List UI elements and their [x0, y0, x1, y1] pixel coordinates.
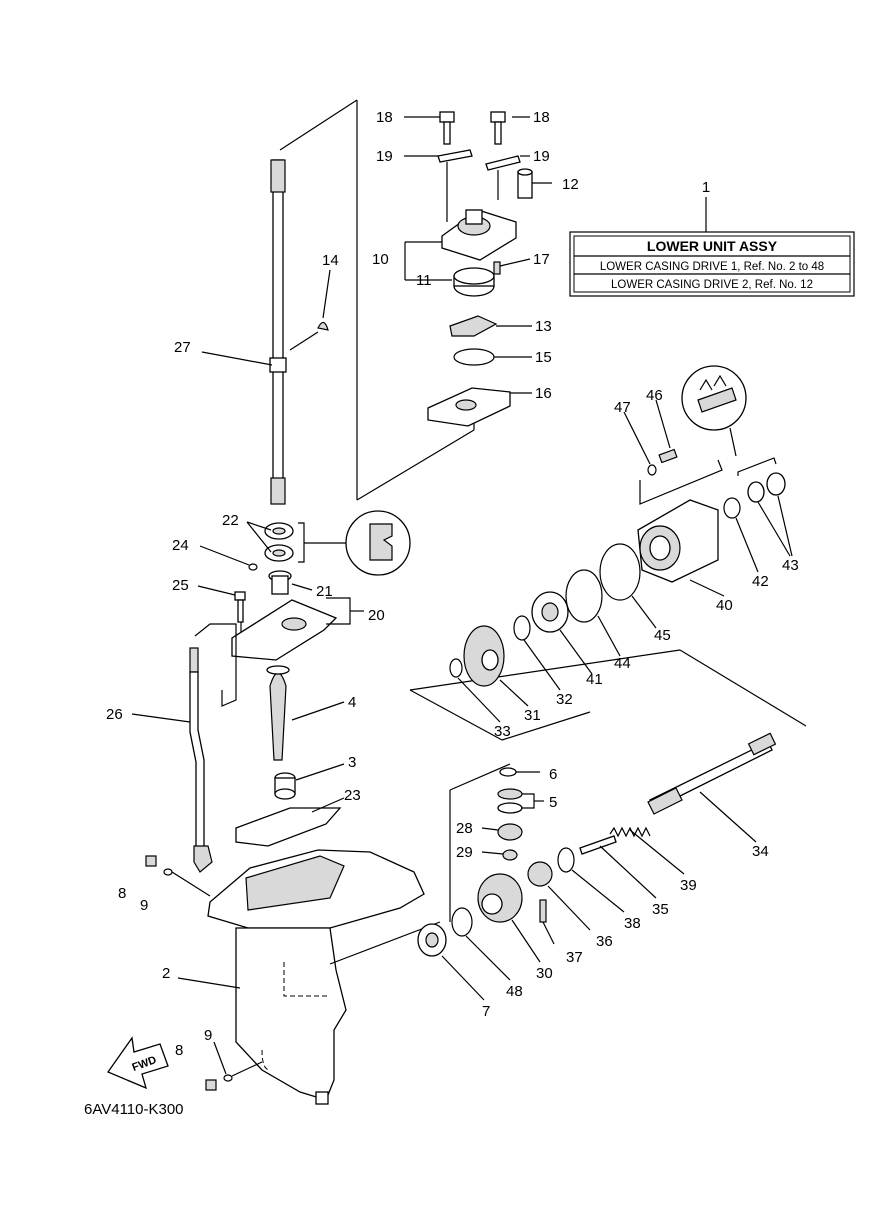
callout-8a: 8 — [118, 885, 126, 902]
seal-42 — [723, 497, 741, 519]
callout-23: 23 — [344, 787, 361, 804]
callout-33: 33 — [494, 723, 511, 740]
callout-24: 24 — [172, 537, 189, 554]
callout-21: 21 — [316, 583, 333, 600]
callout-11: 11 — [416, 272, 432, 289]
shift-rod-housing-20 — [231, 597, 364, 661]
callout-35: 35 — [652, 901, 669, 918]
spring-39 — [609, 826, 651, 838]
o-ring-44 — [565, 569, 603, 623]
callout-4: 4 — [348, 694, 356, 711]
water-tube-4 — [266, 665, 345, 761]
washer-6 — [499, 767, 517, 777]
callout-48: 48 — [506, 983, 523, 1000]
lower-casing-2 — [177, 849, 425, 1105]
info-box-line-1: LOWER CASING DRIVE 1, Ref. No. 2 to 48 — [600, 261, 824, 273]
callout-1: 1 — [702, 179, 710, 196]
callout-labels: 1 2 3 4 5 6 7 8 8 9 9 10 11 12 13 14 15 … — [106, 109, 799, 1059]
callout-25: 25 — [172, 577, 189, 594]
bearing-41 — [531, 591, 593, 675]
callout-19b: 19 — [533, 148, 550, 165]
propeller-shaft-34 — [647, 732, 777, 843]
callout-46: 46 — [646, 387, 663, 404]
drive-shaft — [269, 99, 475, 505]
shift-rod-26 — [131, 623, 237, 873]
callout-45: 45 — [654, 627, 671, 644]
callout-3: 3 — [348, 754, 356, 771]
info-box-title: LOWER UNIT ASSY — [647, 238, 778, 254]
callout-41: 41 — [586, 671, 603, 688]
callout-9a: 9 — [140, 897, 148, 914]
info-box-line-2: LOWER CASING DRIVE 2, Ref. No. 12 — [611, 279, 813, 291]
pinion-28 — [481, 823, 523, 841]
callout-12: 12 — [562, 176, 579, 193]
callout-36: 36 — [596, 933, 613, 950]
reverse-gear-31 — [463, 625, 529, 707]
callout-8b: 8 — [175, 1042, 183, 1059]
gasket-23 — [235, 797, 345, 847]
diagram-code: 6AV4110-K300 — [84, 1101, 184, 1118]
callout-30: 30 — [536, 965, 553, 982]
callout-29: 29 — [456, 844, 473, 861]
woodruff-key — [317, 321, 329, 331]
callout-9b: 9 — [204, 1027, 212, 1044]
callout-6: 6 — [549, 766, 557, 783]
plunger-35 — [579, 835, 657, 899]
callout-42: 42 — [752, 573, 769, 590]
bearings-22 — [246, 510, 411, 576]
callout-39: 39 — [680, 877, 697, 894]
callout-16: 16 — [535, 385, 552, 402]
info-box: LOWER UNIT ASSY LOWER CASING DRIVE 1, Re… — [569, 197, 855, 297]
callout-31: 31 — [524, 707, 541, 724]
callout-44: 44 — [614, 655, 631, 672]
callout-18a: 18 — [376, 109, 393, 126]
callout-22: 22 — [222, 512, 239, 529]
thrust-bearing-5 — [497, 788, 544, 814]
callout-38: 38 — [624, 915, 641, 932]
washer-47 — [647, 464, 657, 476]
callout-14: 14 — [322, 252, 339, 269]
callout-32: 32 — [556, 691, 573, 708]
screws-8-9 — [145, 855, 263, 1091]
bushing-21 — [268, 570, 313, 595]
shim-33 — [449, 658, 463, 678]
clip-38 — [557, 847, 575, 873]
callout-17: 17 — [533, 251, 550, 268]
callout-7: 7 — [482, 1003, 490, 1020]
o-ring-45 — [599, 543, 641, 601]
callout-10: 10 — [372, 251, 389, 268]
bolt-25 — [197, 585, 246, 640]
callout-47: 47 — [614, 399, 631, 416]
grommet-3 — [274, 763, 345, 800]
callout-15: 15 — [535, 349, 552, 366]
shim-32 — [513, 615, 531, 641]
propeller-shaft-housing-40 — [637, 499, 725, 597]
bolt-46 — [655, 399, 678, 464]
forward-arrow: FWD — [107, 1036, 169, 1090]
shim-48 — [451, 907, 473, 937]
nut-29 — [481, 849, 518, 861]
callout-18b: 18 — [533, 109, 550, 126]
callout-40: 40 — [716, 597, 733, 614]
callout-34: 34 — [752, 843, 769, 860]
callout-28: 28 — [456, 820, 473, 837]
bearing-7 — [417, 923, 485, 1001]
seals-43 — [747, 472, 793, 557]
dog-clutch-36 — [527, 861, 591, 931]
water-pump — [427, 111, 552, 427]
callout-26: 26 — [106, 706, 123, 723]
callout-20: 20 — [368, 607, 385, 624]
callout-27: 27 — [174, 339, 191, 356]
callout-5: 5 — [549, 794, 557, 811]
callout-19a: 19 — [376, 148, 393, 165]
callout-2: 2 — [162, 965, 170, 982]
o-ring-24 — [248, 563, 258, 571]
forward-gear-30 — [477, 873, 541, 963]
callout-13: 13 — [535, 318, 552, 335]
callout-43: 43 — [782, 557, 799, 574]
cross-pin-37 — [539, 899, 555, 945]
callout-37: 37 — [566, 949, 583, 966]
